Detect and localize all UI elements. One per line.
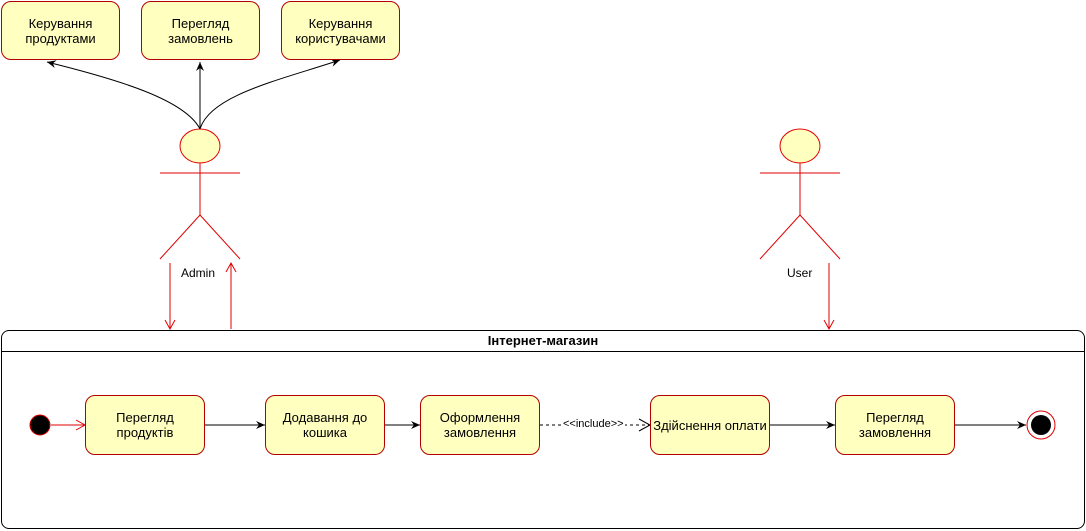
include-label: <<include>> — [562, 418, 625, 430]
start-node — [29, 414, 51, 436]
admin-to-usecase-3-arrow — [199, 59, 341, 130]
admin-actor-label: Admin — [181, 266, 216, 280]
activity-view-order: Перегляд замовлення — [835, 395, 955, 455]
user-actor-figure — [759, 128, 841, 260]
activity-payment: Здійснення оплати — [650, 395, 770, 455]
system-title: Інтернет-магазин — [1, 330, 1085, 352]
user-actor-label: User — [787, 266, 813, 280]
system-frame — [1, 330, 1085, 529]
admin-actor-figure — [159, 128, 241, 260]
usecase-manage-products: Керування продуктами — [1, 1, 120, 60]
end-node — [1026, 410, 1056, 440]
activity-checkout: Оформлення замовлення — [420, 395, 540, 455]
activity-view-products: Перегляд продуктів — [85, 395, 205, 455]
activity-add-to-cart: Додавання до кошика — [265, 395, 385, 455]
admin-to-usecase-1-arrow — [46, 60, 201, 130]
usecase-view-orders: Перегляд замовлень — [141, 1, 260, 60]
usecase-manage-users: Керування користувачами — [281, 1, 400, 60]
